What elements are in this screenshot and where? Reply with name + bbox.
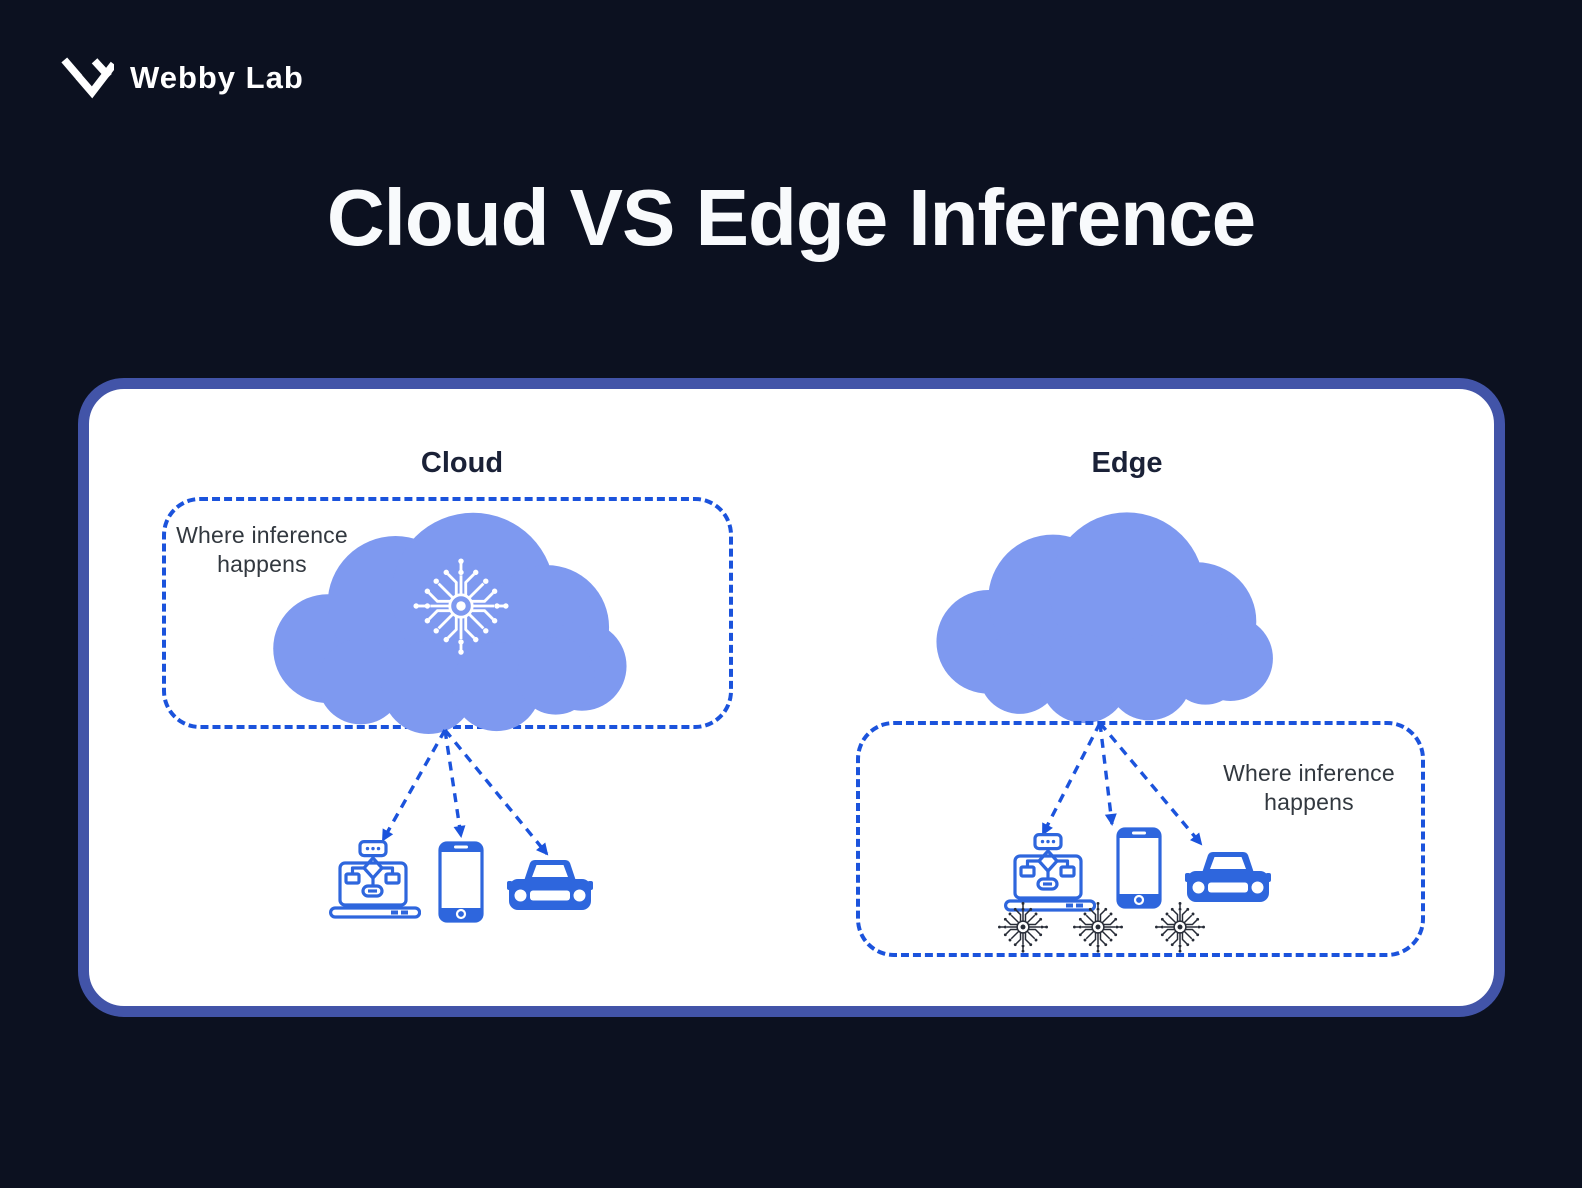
inference-arrow (1098, 722, 1117, 826)
brand-name: Webby Lab (130, 60, 304, 95)
cloud-icon (925, 505, 1277, 725)
smartphone-icon (438, 841, 484, 923)
ai-circuit-chip-icon (1067, 896, 1129, 958)
car-icon (507, 854, 593, 914)
inference-arrow (381, 729, 447, 842)
ai-circuit-chip-icon (992, 896, 1054, 958)
edge-inference-arrows (1041, 721, 1203, 846)
inference-arrow (443, 729, 466, 838)
ai-circuit-chip-icon (402, 547, 520, 665)
edge-inference-note: Where inference happens (1223, 760, 1395, 816)
ai-circuit-chip-icon (1149, 896, 1211, 958)
page-title: Cloud VS Edge Inference (326, 173, 1256, 262)
inference-arrow (1041, 722, 1102, 836)
inference-arrow (1098, 721, 1203, 846)
brand-logo: Webby Lab (60, 56, 304, 100)
inference-arrow (443, 728, 549, 856)
cloud-inference-note: Where inference happens (176, 522, 348, 578)
edge-panel-label: Edge (1091, 447, 1163, 479)
cloud-panel-label: Cloud (420, 447, 504, 479)
cloud-inference-arrows (381, 728, 549, 856)
webbylab-chevron-icon (61, 57, 114, 99)
edge-inference-zone (856, 721, 1425, 957)
laptop-icon (329, 840, 421, 920)
